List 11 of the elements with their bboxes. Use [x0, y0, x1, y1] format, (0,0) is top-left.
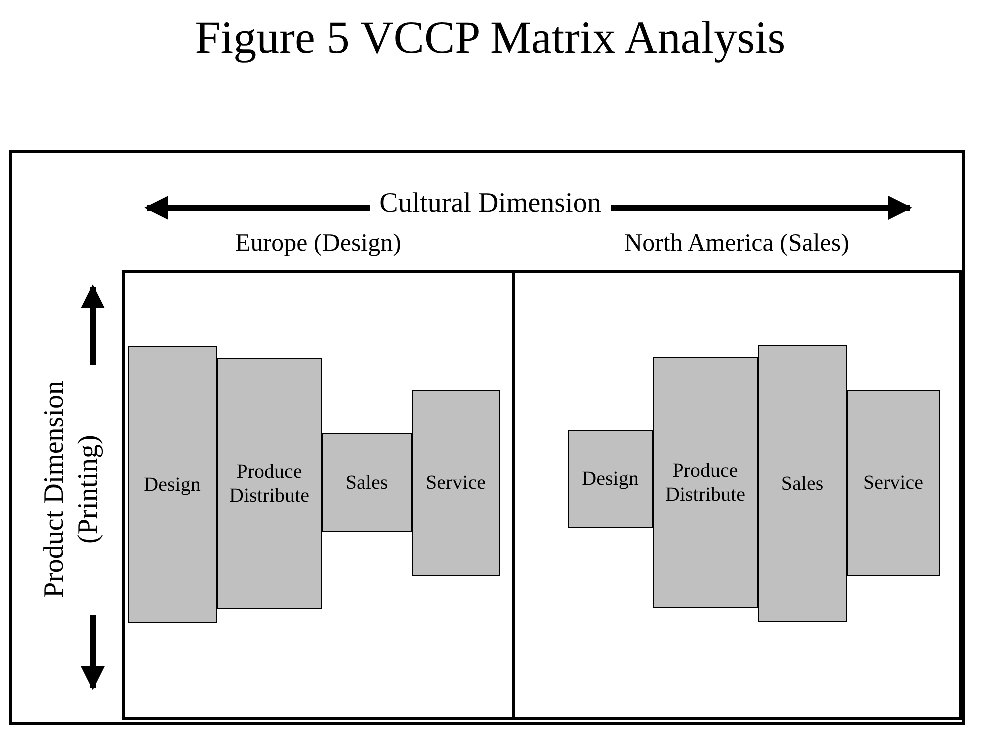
activity-bar: Design	[568, 430, 653, 528]
activity-bar: Produce Distribute	[217, 358, 322, 609]
activity-bar: Service	[847, 390, 940, 576]
activity-bar: Service	[412, 390, 500, 576]
column-heading: Europe (Design)	[234, 230, 402, 258]
column-heading: North America (Sales)	[624, 230, 850, 258]
activity-bar: Sales	[758, 345, 847, 622]
activity-bar: Design	[128, 346, 217, 623]
title: Figure 5 VCCP Matrix Analysis	[194, 11, 787, 65]
activity-bar: Produce Distribute	[653, 357, 758, 608]
activity-bar: Sales	[322, 433, 412, 532]
